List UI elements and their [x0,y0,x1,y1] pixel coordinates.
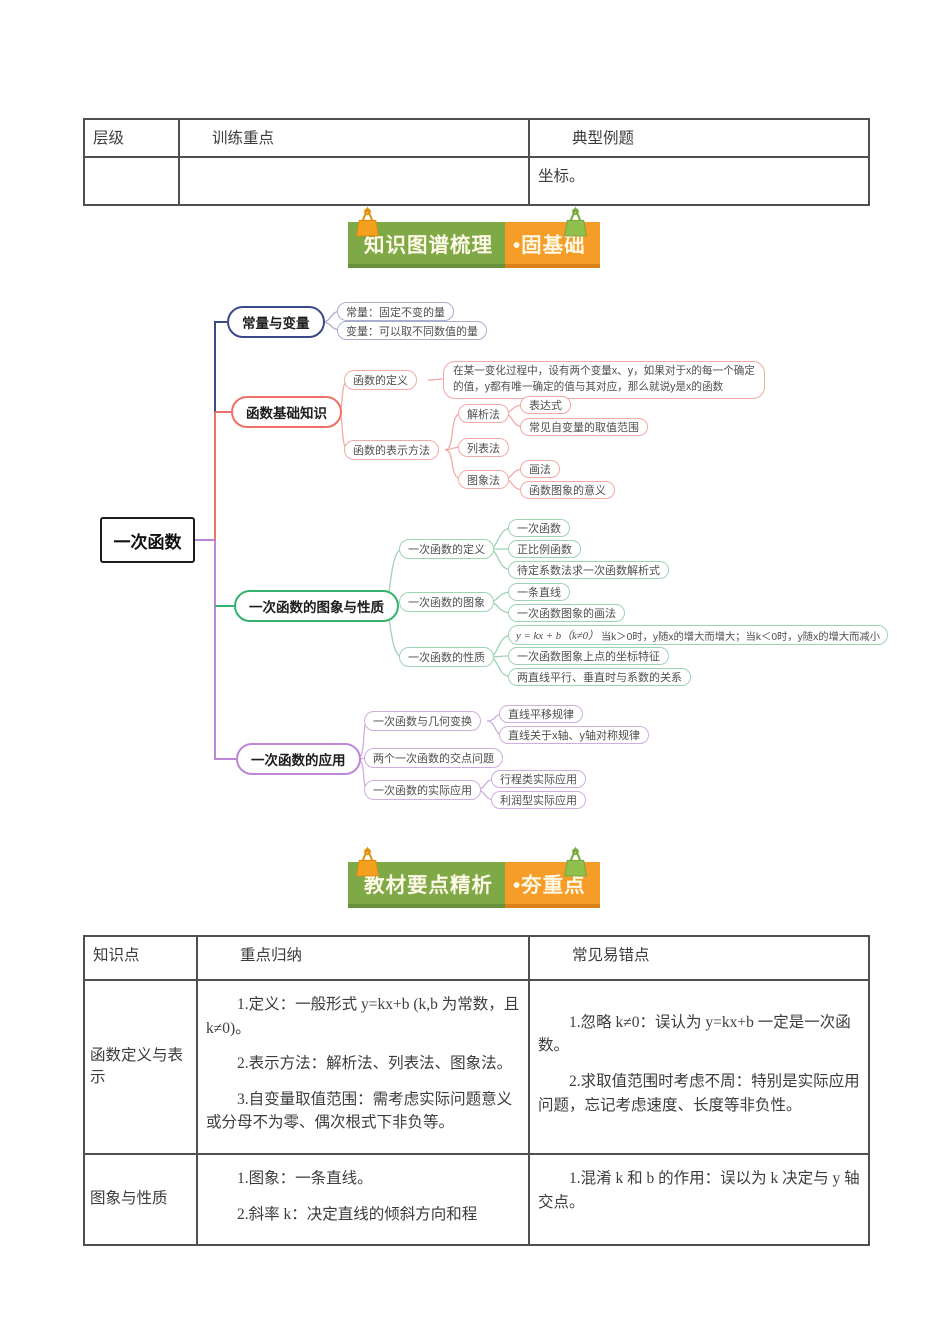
mindmap-node-straight-line: 一条直线 [508,583,570,601]
mindmap-node-monotonicity-rule: y = kx + b（k≠0） 当k＞0时，y随x的增大而增大；当k＜0时，y随… [508,625,889,645]
mistake-item: 1.混淆 k 和 b 的作用：误以为 k 决定与 y 轴交点。 [538,1170,860,1211]
table-row-definition: 函数定义与表示 1.定义：一般形式 y=kx+b (k,b 为常数，且 k≠0)… [83,979,870,1155]
cell-common-mistakes: 1.忽略 k≠0：误认为 y=kx+b 一定是一次函数。 2.求取值范围时考虑不… [528,979,870,1155]
level-training-table: 层级 训练重点 典型例题 坐标。 [83,118,870,206]
mindmap-branch-function-basics: 函数基础知识 [231,396,342,428]
mindmap-node-function-definition-text: 在某一变化过程中，设有两个变量x、y，如果对于x的每一个确定的值，y都有唯一确定… [443,361,765,399]
mindmap-node-symmetry-rule: 直线关于x轴、y轴对称规律 [499,726,649,744]
banner-title-left: 教材要点精析 [348,862,505,908]
cell-key-summary: 1.定义：一般形式 y=kx+b (k,b 为常数，且 k≠0)。 2.表示方法… [196,979,530,1155]
col-header-level: 层级 [83,118,180,158]
mindmap-root-linear-function: 一次函数 [100,517,195,563]
binder-clip-icon [563,846,588,879]
mindmap-node-geometric-transforms: 一次函数与几何变换 [364,711,481,731]
mindmap-node-linear-graph: 一次函数的图象 [399,592,494,612]
table-row-graph-properties: 图象与性质 1.图象：一条直线。 2.斜率 k：决定直线的倾斜方向和程 1.混淆… [83,1152,870,1247]
summary-item: 1.图象：一条直线。 [237,1170,373,1187]
cell-level [83,156,180,206]
summary-item: 1.定义：一般形式 y=kx+b (k,b 为常数，且 k≠0)。 [206,996,520,1037]
mindmap-node-translation-rule: 直线平移规律 [499,705,583,723]
mindmap-node-drawing: 画法 [520,460,560,478]
table-row: 坐标。 [83,156,870,206]
cell-example: 坐标。 [528,156,870,206]
binder-clip-icon [355,846,380,879]
key-points-table: 知识点 重点归纳 常见易错点 函数定义与表示 1.定义：一般形式 y=kx+b … [83,935,870,1247]
mindmap-node-linear-properties: 一次函数的性质 [399,647,494,667]
cell-common-mistakes: 1.混淆 k 和 b 的作用：误以为 k 决定与 y 轴交点。 [528,1152,870,1247]
mindmap-node-linear-function: 一次函数 [508,519,570,537]
summary-item: 3.自变量取值范围：需考虑实际问题意义或分母不为零、偶次根式下非负等。 [206,1090,513,1132]
binder-clip-icon [355,206,380,239]
mindmap-branch-applications: 一次函数的应用 [236,743,361,775]
mindmap-node-proportional-function: 正比例函数 [508,540,581,558]
mindmap-node-profit-applications: 利润型实际应用 [491,791,586,809]
mindmap-node-table-method: 列表法 [458,438,509,457]
cell-topic: 图象与性质 [83,1152,198,1247]
col-header-common-mistakes: 常见易错点 [528,935,870,981]
mindmap-node-graph-meaning: 函数图象的意义 [520,481,615,499]
banner-title-left: 知识图谱梳理 [348,222,505,268]
cell-training [178,156,530,206]
summary-item: 2.斜率 k：决定直线的倾斜方向和程 [237,1205,478,1223]
mindmap-node-point-coordinates: 一次函数图象上点的坐标特征 [508,647,669,665]
col-header-key-summary: 重点归纳 [196,935,530,981]
mistake-item: 2.求取值范围时考虑不周：特别是实际应用问题，忘记考虑速度、长度等非负性。 [538,1073,860,1114]
mindmap-node-travel-applications: 行程类实际应用 [491,770,586,788]
table-header-row: 知识点 重点归纳 常见易错点 [83,935,870,981]
mindmap-node-practical-applications: 一次函数的实际应用 [364,780,481,800]
mindmap-node-representation-methods: 函数的表示方法 [344,440,439,460]
summary-item: 2.表示方法：解析法、列表法、图象法。 [237,1055,513,1073]
section-banner-knowledge-map: 知识图谱梳理 •固基础 [348,206,600,268]
col-header-typical-examples: 典型例题 [528,118,870,158]
mindmap-node-parallel-perpendicular: 两直线平行、垂直时与系数的关系 [508,668,691,686]
mindmap-node-domain-range: 常见自变量的取值范围 [520,418,648,436]
mindmap-node-constant-def: 常量：固定不变的量 [337,302,454,321]
cell-topic: 函数定义与表示 [83,979,198,1155]
mindmap-node-graph-method: 图象法 [458,470,509,489]
mistake-item: 1.忽略 k≠0：误认为 y=kx+b 一定是一次函数。 [538,1013,851,1055]
banner-title-right: •夯重点 [505,862,600,908]
monotonicity-text: 当k＞0时，y随x的增大而增大；当k＜0时，y随x的增大而减小 [600,631,881,643]
table-header-row: 层级 训练重点 典型例题 [83,118,870,158]
mindmap-branch-constants-variables: 常量与变量 [227,306,325,338]
binder-clip-icon [563,206,588,239]
cell-key-summary: 1.图象：一条直线。 2.斜率 k：决定直线的倾斜方向和程 [196,1152,530,1247]
mindmap-node-linear-definition: 一次函数的定义 [399,539,494,559]
mindmap-node-intersection-problems: 两个一次函数的交点问题 [364,748,503,768]
col-header-training-focus: 训练重点 [178,118,530,158]
mindmap-branch-graph-properties: 一次函数的图象与性质 [234,590,399,622]
section-banner-textbook-key-points: 教材要点精析 •夯重点 [348,846,600,908]
col-header-knowledge-point: 知识点 [83,935,198,981]
mindmap-node-variable-def: 变量：可以取不同数值的量 [337,321,487,340]
mindmap-node-undetermined-coefficients: 待定系数法求一次函数解析式 [508,561,669,579]
formula-text: y = kx + b（k≠0） [516,630,599,642]
mindmap-node-graph-drawing-method: 一次函数图象的画法 [508,604,625,622]
mindmap-node-analytic-method: 解析法 [458,404,509,423]
mindmap-node-function-definition: 函数的定义 [344,370,417,390]
mindmap-node-expression: 表达式 [520,396,571,414]
